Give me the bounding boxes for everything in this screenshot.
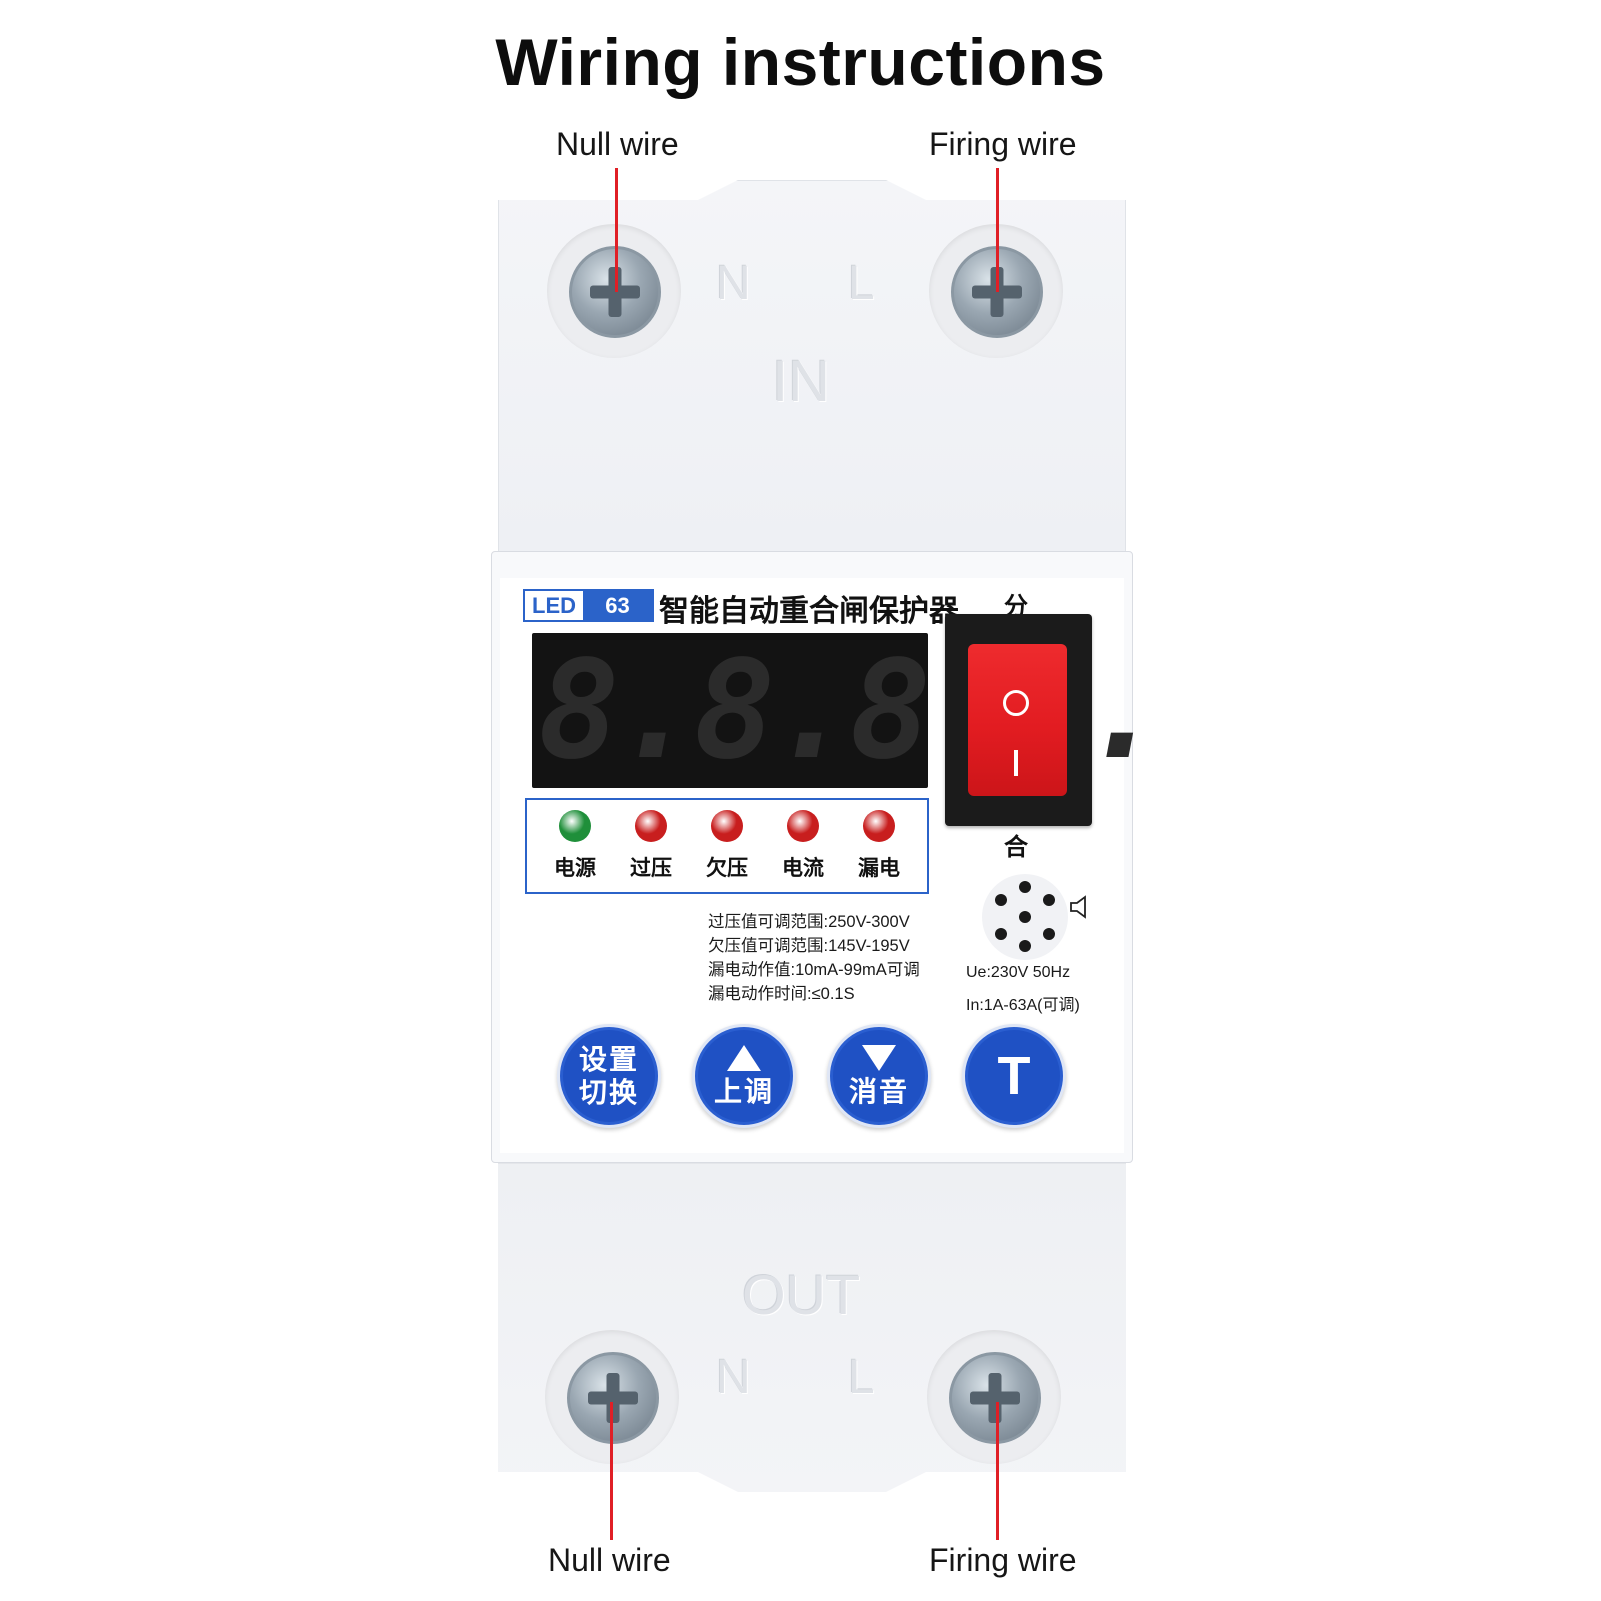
wire-label-bottom-left: Null wire: [548, 1542, 671, 1578]
spec-line: 过压值可调范围:250V-300V: [708, 913, 910, 931]
on-symbol-icon: [1014, 750, 1018, 776]
undervoltage-led-icon: [711, 810, 743, 842]
mute-down-button[interactable]: 消音: [827, 1024, 931, 1128]
button-label: 上调: [713, 1075, 774, 1107]
seven-segment-display: 8. 8. 8. 8.: [532, 631, 1165, 790]
indicator-panel: 电源 过压 欠压 电流 漏电: [525, 798, 929, 894]
buzzer-hole: [995, 928, 1007, 940]
display-digit: 8.: [693, 631, 854, 790]
buzzer-hole: [1043, 894, 1055, 906]
indicator-label: 欠压: [706, 857, 748, 880]
power-led-icon: [559, 810, 591, 842]
product-name: 智能自动重合闸保护器: [659, 595, 959, 628]
indicator-overvoltage: 过压: [630, 810, 672, 882]
wire-label-bottom-right: Firing wire: [929, 1542, 1077, 1578]
buzzer-hole: [1019, 881, 1031, 893]
spec-line: 漏电动作值:10mA-99mA可调: [708, 961, 920, 979]
wire-pointer-line: [996, 168, 999, 292]
screw-icon: [567, 1352, 659, 1444]
up-adjust-button[interactable]: 上调: [692, 1024, 796, 1128]
indicator-label: 电源: [554, 857, 596, 880]
indicator-current: 电流: [782, 810, 824, 882]
speaker-icon: [1070, 895, 1086, 919]
button-label: 设置: [578, 1044, 639, 1075]
switch-on-label: 合: [1004, 834, 1028, 861]
button-label: 切换: [578, 1077, 639, 1108]
embossed-l-top: L: [848, 257, 875, 310]
screw-icon: [949, 1352, 1041, 1444]
wire-pointer-line: [996, 1402, 999, 1540]
embossed-n-top: N: [716, 257, 751, 310]
model-led-label: LED: [525, 591, 583, 620]
test-button[interactable]: T: [962, 1024, 1066, 1128]
spec-line: 欠压值可调范围:145V-195V: [708, 937, 910, 955]
indicator-label: 电流: [782, 857, 824, 880]
indicator-label: 过压: [630, 857, 672, 880]
buzzer-hole: [1019, 940, 1031, 952]
set-switch-button[interactable]: 设置 切换: [557, 1024, 661, 1128]
indicator-power: 电源: [554, 810, 596, 882]
button-label: 消音: [848, 1075, 909, 1107]
off-symbol-icon: [1003, 690, 1029, 716]
embossed-l-bottom: L: [848, 1351, 875, 1404]
rating-current: In:1A-63A(可调): [966, 997, 1080, 1014]
indicator-label: 漏电: [858, 857, 900, 880]
spec-line: 漏电动作时间:≤0.1S: [708, 985, 855, 1003]
current-led-icon: [787, 810, 819, 842]
buzzer-hole: [1019, 911, 1031, 923]
model-badge: LED 63: [523, 589, 654, 622]
arrow-down-icon: [862, 1044, 896, 1071]
rating-voltage: Ue:230V 50Hz: [966, 964, 1071, 981]
wire-pointer-line: [615, 168, 618, 292]
wire-label-top-left: Null wire: [556, 126, 679, 162]
embossed-out: OUT: [742, 1263, 861, 1326]
leakage-led-icon: [863, 810, 895, 842]
wire-label-top-right: Firing wire: [929, 126, 1077, 162]
display-digit: 8.: [538, 631, 698, 790]
embossed-in: IN: [772, 349, 830, 414]
embossed-n-bottom: N: [716, 1351, 751, 1404]
wire-pointer-line: [610, 1402, 613, 1540]
page-title: Wiring instructions: [495, 25, 1106, 99]
model-number: 63: [583, 591, 652, 620]
button-label: T: [997, 1046, 1031, 1106]
indicator-leakage: 漏电: [858, 810, 900, 882]
buzzer-hole: [1043, 928, 1055, 940]
overvoltage-led-icon: [635, 810, 667, 842]
arrow-up-icon: [727, 1044, 761, 1071]
buzzer-hole: [995, 894, 1007, 906]
indicator-undervoltage: 欠压: [706, 810, 748, 882]
